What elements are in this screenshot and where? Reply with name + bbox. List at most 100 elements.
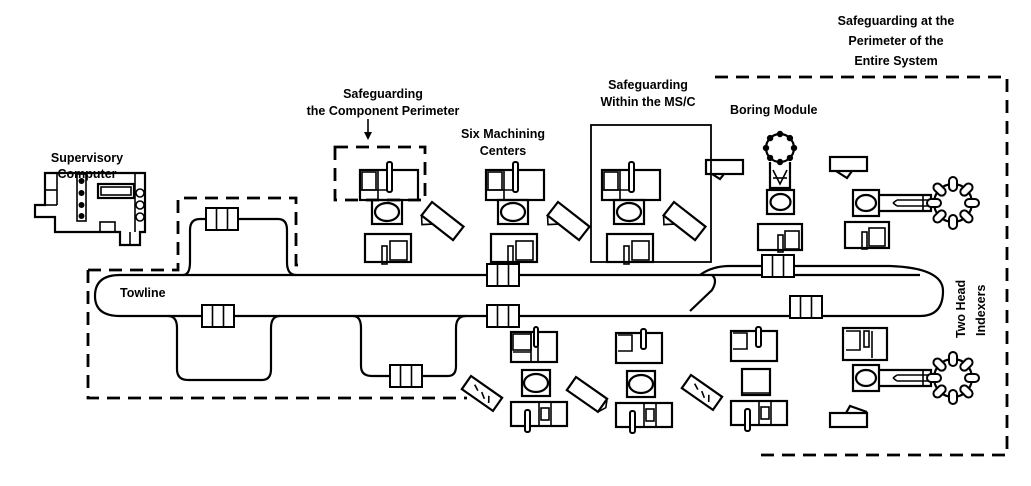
two-head-indexer — [851, 351, 980, 405]
machine-table — [740, 367, 772, 397]
tool-holder — [948, 351, 958, 367]
label-six-machining-centers: Six Machining Centers — [461, 127, 545, 158]
tool-pocket — [786, 154, 794, 162]
machine-table — [520, 368, 552, 398]
label-line: Indexers — [974, 285, 988, 336]
machine-table — [496, 198, 530, 226]
tool-station — [614, 331, 664, 365]
machining-center — [600, 161, 708, 265]
pallet — [499, 201, 527, 223]
tool-station — [605, 232, 655, 264]
label-line: Safeguarding — [608, 78, 688, 92]
tool-holder — [959, 209, 974, 224]
load-station — [661, 200, 708, 242]
towline-cart — [205, 207, 239, 231]
label-line: Six Machining — [461, 127, 545, 141]
pallet — [627, 373, 655, 395]
arrow-head — [364, 132, 372, 140]
towline-cart — [389, 364, 423, 388]
load-station — [680, 373, 724, 412]
spindle — [755, 326, 762, 348]
spindle — [640, 328, 647, 350]
machining-center — [565, 328, 674, 434]
tool-pocket — [790, 144, 798, 152]
tool-station — [363, 232, 413, 264]
tool-station — [729, 329, 779, 363]
spindle — [744, 408, 751, 432]
towline-cart — [201, 304, 235, 328]
cart-body — [389, 364, 423, 388]
tool-holder — [948, 176, 958, 192]
tool-pocket — [766, 134, 774, 142]
label-line: Safeguarding — [343, 87, 423, 101]
label-component-perimeter: Safeguarding the Component Perimeter — [307, 87, 460, 118]
towline-cart — [486, 263, 520, 287]
load-station — [460, 374, 504, 413]
spindle — [386, 161, 393, 193]
spindle — [628, 161, 635, 193]
label-two-head-indexers: Two Head Indexers — [954, 280, 988, 338]
tool-holder — [926, 373, 942, 383]
machine-table — [370, 198, 404, 226]
label-towline: Towline — [120, 286, 166, 300]
pallet — [854, 193, 878, 213]
perimeter-left-system — [86, 196, 467, 400]
machining-center — [358, 161, 466, 265]
tool-pocket — [786, 134, 794, 142]
label-within-msc: Safeguarding Within the MS/C — [600, 78, 695, 109]
machining-center — [460, 326, 569, 433]
boring-module — [756, 130, 804, 253]
arrow-component-perimeter — [364, 119, 372, 140]
spindle — [629, 410, 636, 434]
cart-body — [205, 207, 239, 231]
towline-cart — [789, 295, 823, 319]
label-entire-system: Safeguarding at the Perimeter of the Ent… — [838, 14, 955, 68]
machine-table — [625, 369, 657, 399]
pallet — [522, 372, 550, 394]
pallet-shuttle — [828, 155, 869, 180]
pallet — [373, 201, 401, 223]
pallet-shuttle — [828, 404, 869, 429]
tool-holder — [932, 357, 947, 372]
label-line: Two Head — [954, 280, 968, 338]
tool-holder — [948, 214, 958, 230]
pallet — [854, 368, 878, 388]
spindle — [524, 409, 531, 433]
label-boring-module: Boring Module — [730, 103, 818, 117]
label-line: Within the MS/C — [600, 95, 695, 109]
tool-holder — [964, 373, 980, 383]
perimeter-within-msc — [590, 124, 712, 263]
tool-holder — [932, 182, 947, 197]
indexer-table — [851, 188, 881, 218]
tool-station — [489, 232, 539, 264]
load-station — [419, 200, 466, 242]
label-supervisory-computer: Supervisory Computer — [51, 151, 123, 181]
label-line: the Component Perimeter — [307, 104, 460, 118]
perimeter-component — [333, 145, 427, 202]
cart-body — [486, 263, 520, 287]
indexer-tool-station — [841, 326, 889, 362]
label-line: Safeguarding at the — [838, 14, 955, 28]
tool-holder — [964, 198, 980, 208]
load-station — [545, 200, 592, 242]
tool-pocket — [762, 144, 770, 152]
supervisory-computer — [33, 171, 147, 247]
tool-pocket — [776, 158, 784, 166]
tool-pocket — [766, 154, 774, 162]
tool-pocket — [776, 130, 784, 138]
indexer-tool-station — [843, 220, 891, 250]
towline-cart — [761, 254, 795, 278]
tool-holder — [959, 182, 974, 197]
tool-holder — [932, 209, 947, 224]
label-line: Entire System — [854, 54, 937, 68]
tool-holder — [959, 357, 974, 372]
machining-center — [680, 326, 789, 432]
tool-holder — [959, 384, 974, 399]
label-line: Centers — [480, 144, 527, 158]
two-head-indexer — [851, 176, 980, 230]
label-line: Supervisory — [51, 151, 123, 165]
label-line: Perimeter of the — [848, 34, 943, 48]
indexer-table — [851, 363, 881, 393]
load-station — [565, 375, 609, 414]
